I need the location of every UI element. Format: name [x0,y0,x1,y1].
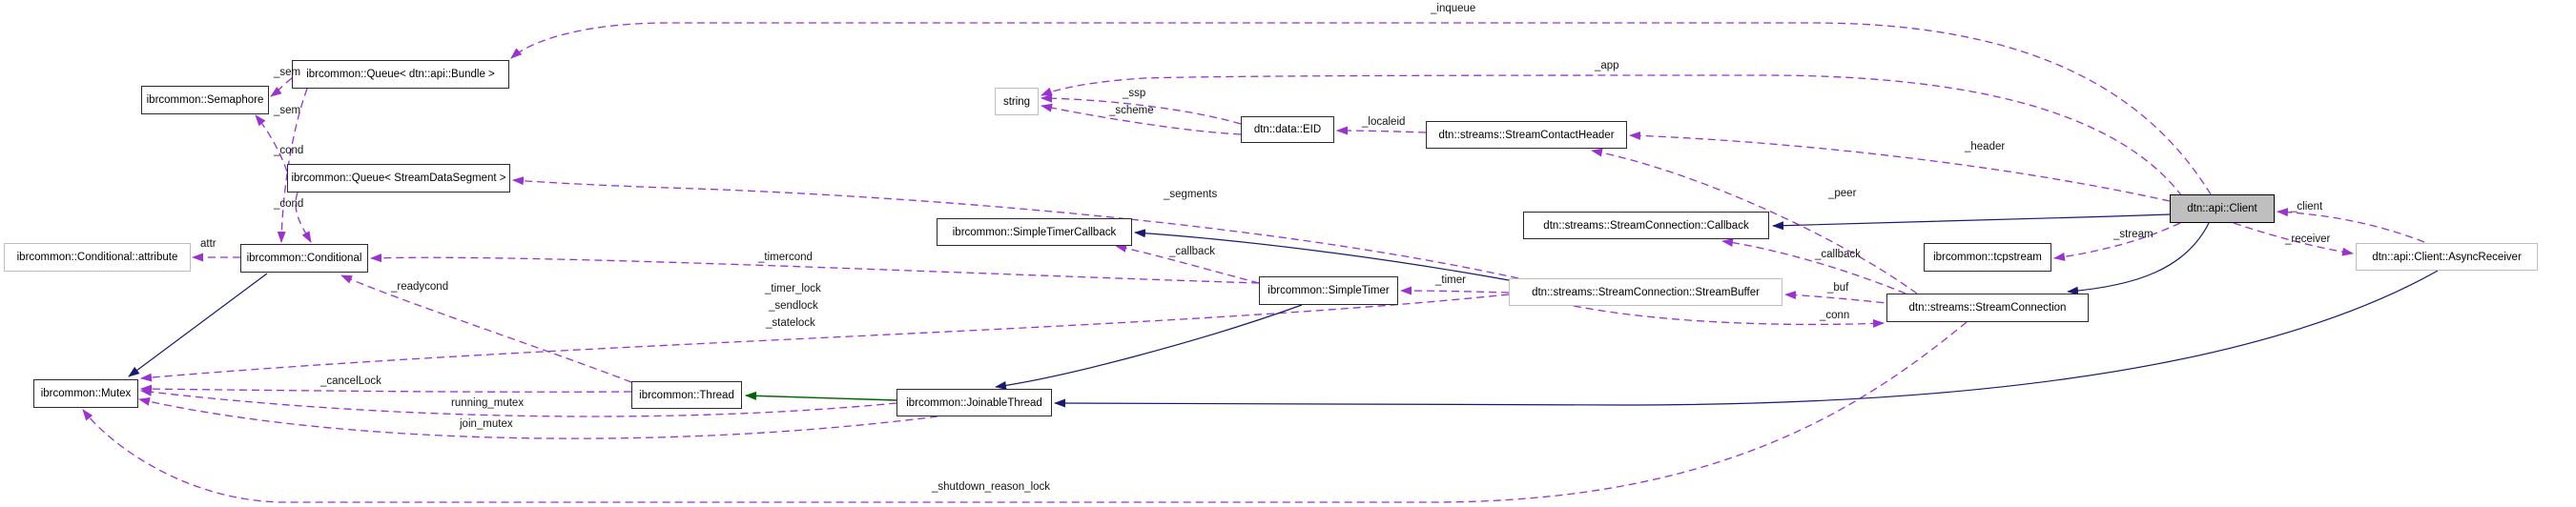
edge-label-header: _header [1965,141,2006,152]
edge-locks [140,294,1510,382]
edge-inqueue [510,22,2212,195]
class-node-thread[interactable]: ibrcommon::Thread [631,381,742,409]
edge-label-inqueue: _inqueue [1431,3,1476,14]
edge-shutdown-reason-lock [82,321,1968,503]
edge-conn [1573,305,1885,328]
edge-inh-conditional-mutex [128,273,268,377]
edge-client-ref [2277,208,2425,243]
class-node-simple-timer[interactable]: ibrcommon::SimpleTimer [1259,276,1398,305]
edge-inh-joinable-thread [745,391,897,401]
edge-cancellock [140,384,632,394]
edge-label-ssp: _ssp [1123,88,1146,99]
edge-ssp [1041,93,1242,125]
edge-label-locks-1: _sendlock [769,300,818,312]
class-node-simple-timer-callback[interactable]: ibrcommon::SimpleTimerCallback [937,218,1132,246]
edge-label-join-mutex: join_mutex [460,418,513,430]
edge-label-locks-0: _timer_lock [765,283,821,294]
edge-label-callback-timer: _callback [1169,246,1215,257]
class-node-eid[interactable]: dtn::data::EID [1241,116,1334,143]
edge-buf [1784,291,1897,305]
class-node-joinable-thread[interactable]: ibrcommon::JoinableThread [896,389,1052,416]
edge-callback-timer [1115,243,1260,284]
edge-label-shutdown-reason-lock: _shutdown_reason_lock [932,481,1051,493]
class-node-client: dtn::api::Client [2170,194,2275,223]
edge-label-running-mutex: running_mutex [451,397,525,409]
edge-label-cond-from-queue-bundle: _cond [274,145,304,156]
class-node-tcpstream[interactable]: ibrcommon::tcpstream [1924,243,2051,272]
edge-timer [1400,286,1510,295]
edge-label-timer: _timer [1435,274,1466,286]
edge-inh-asyncreceiver-joinable [1054,270,2439,408]
edge-segments [512,176,1519,279]
edge-timercond [370,254,1260,284]
edge-inh-streambuffer-timercallback [1134,229,1510,281]
edge-label-conn: _conn [1820,310,1850,321]
edge-sem-from-queue-bundle [270,77,293,97]
edge-inh-client-streamconnection [2067,222,2210,295]
edge-stream [2053,222,2181,261]
class-node-semaphore[interactable]: ibrcommon::Semaphore [141,86,269,114]
edge-label-timercond: _timercond [758,252,813,263]
class-node-queue-bundle[interactable]: ibrcommon::Queue< dtn::api::Bundle > [292,60,509,89]
edge-label-localeid: _localeid [1362,116,1406,128]
edge-label-receiver: _receiver [2285,233,2331,245]
class-node-cond-attr[interactable]: ibrcommon::Conditional::attribute [4,243,191,272]
edge-label-buf: _buf [1827,282,1849,294]
class-node-conditional[interactable]: ibrcommon::Conditional [240,244,368,273]
edge-label-callback-conn: _callback [1815,249,1861,260]
edge-inh-simpletimer-joinable [995,304,1303,390]
edge-label-cond-from-queue-sds: _cond [274,198,304,210]
edge-peer [1591,148,1918,294]
class-node-stream-contact-header[interactable]: dtn::streams::StreamContactHeader [1426,121,1627,149]
edge-header [1629,131,2171,202]
edge-readycond [340,274,632,383]
edge-label-segments: _segments [1164,189,1218,200]
class-node-async-receiver[interactable]: dtn::api::Client::AsyncReceiver [2356,243,2538,271]
edge-inh-client-callback [1772,213,2171,231]
class-node-stream-connection[interactable]: dtn::streams::StreamConnection [1886,294,2089,322]
class-node-queue-sds[interactable]: ibrcommon::Queue< StreamDataSegment > [287,164,510,193]
edge-callback-conn [1721,238,1906,294]
class-node-string[interactable]: string [995,88,1039,115]
edge-label-attr: attr [200,238,216,250]
edge-join-mutex [138,397,938,439]
class-node-stream-connection-callback[interactable]: dtn::streams::StreamConnection::Callback [1523,212,1769,239]
edge-receiver [2233,222,2354,256]
class-node-mutex[interactable]: ibrcommon::Mutex [33,379,138,408]
edge-label-peer: _peer [1828,188,1857,199]
edge-label-locks-2: _statelock [766,317,815,329]
edge-label-sem-from-queue-sds: _sem [274,105,301,116]
edge-label-sem-from-queue-bundle: _sem [274,67,301,78]
edge-label-client-ref: _client [2291,201,2323,213]
class-node-stream-buffer[interactable]: dtn::streams::StreamConnection::StreamBu… [1509,278,1783,306]
edge-cond-from-queue-sds [295,192,312,243]
edge-scheme [1041,103,1242,135]
edge-localeid [1336,126,1427,135]
edge-running-mutex [140,387,897,417]
edge-label-stream: _stream [2113,229,2154,240]
edge-label-scheme: _scheme [1109,105,1154,116]
edge-label-app: _app [1595,60,1619,71]
edge-label-readycond: _readycond [391,281,449,293]
edge-app [1041,74,2183,197]
edge-label-cancellock: _cancelLock [320,375,381,387]
edge-sem-from-queue-sds [255,114,288,172]
